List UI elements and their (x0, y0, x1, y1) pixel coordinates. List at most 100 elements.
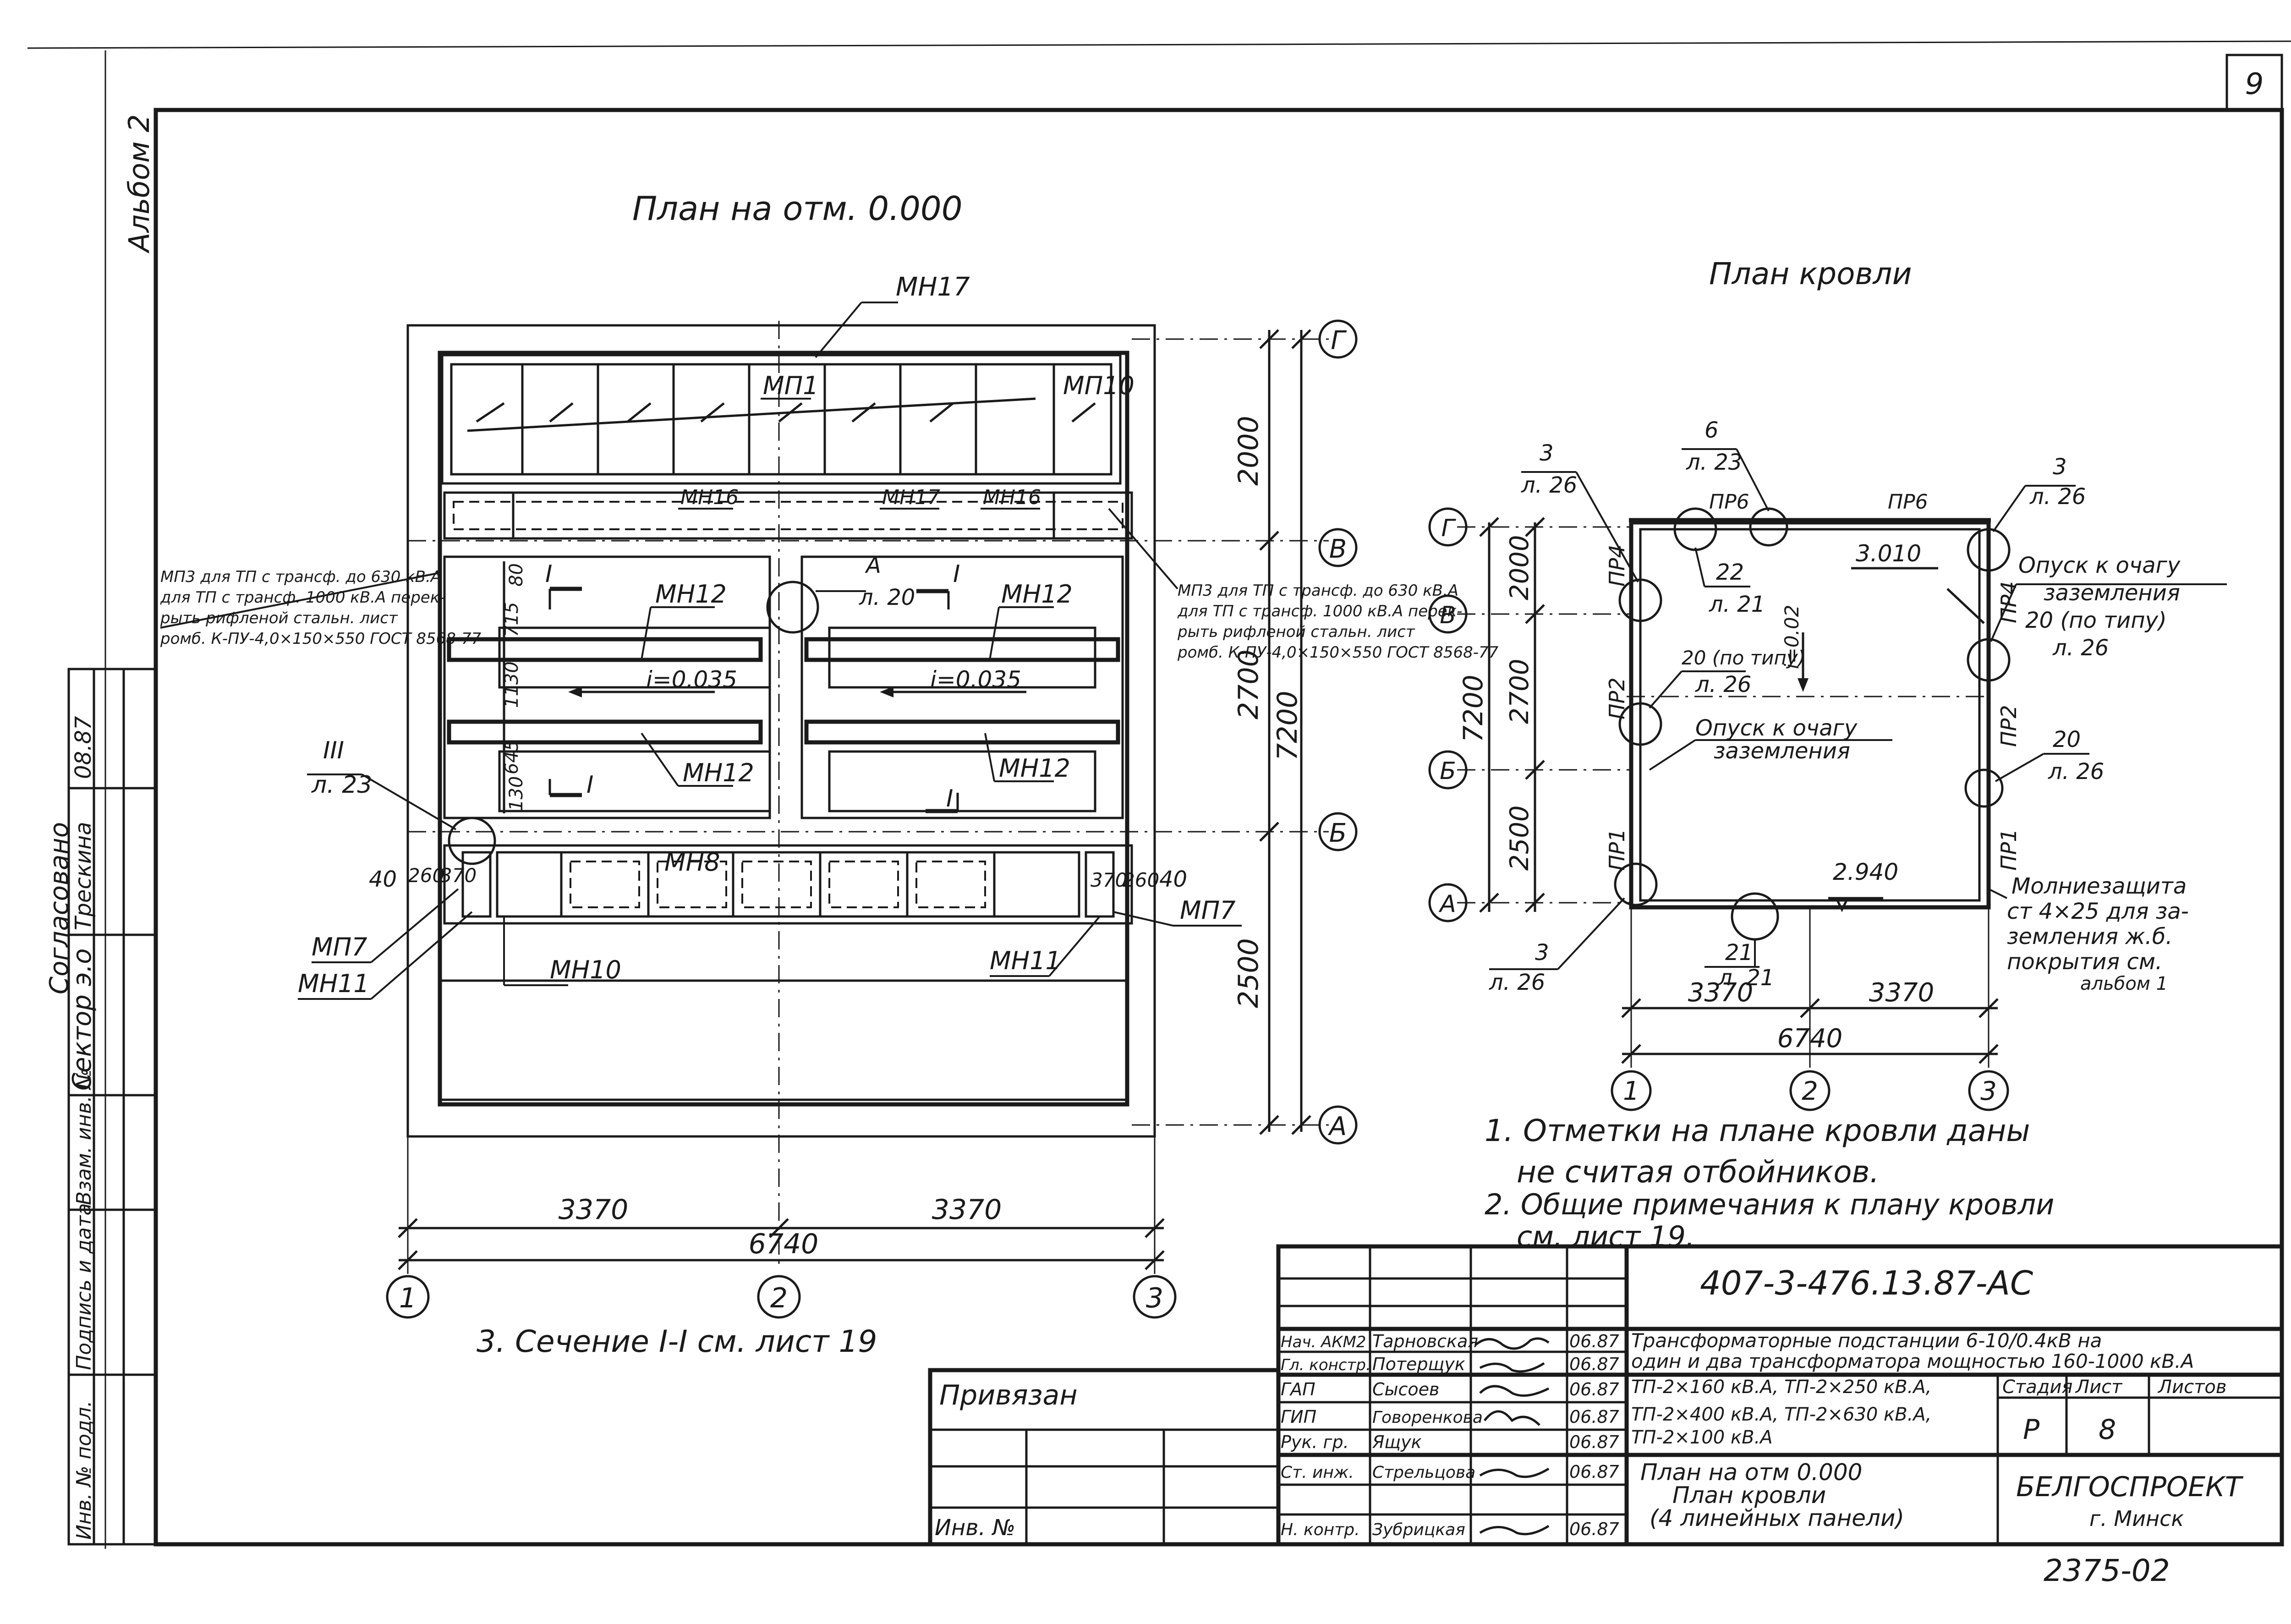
plan-dim-7200: 7200 (1272, 691, 1304, 761)
name-4: Ящук (1372, 1432, 1422, 1452)
privyazan-label: Привязан (939, 1379, 1078, 1411)
roof-callout-4-bottom: л. 21 (1709, 592, 1765, 617)
sheet-header: Лист (2075, 1377, 2123, 1398)
strip-inv: Инв. № подл. (72, 1400, 96, 1540)
note-right-2: для ТП с трансф. 1000 кВ.А перек- (1177, 602, 1463, 620)
signature-scribble (1474, 1337, 1550, 1350)
lightning-2: ст 4×25 для за- (2007, 899, 2189, 924)
label-mn16-right: МН16 (983, 486, 1041, 509)
callout-a-top: А (865, 553, 881, 578)
strip-date: 08.87 (71, 716, 96, 779)
date-5: 06.87 (1569, 1462, 1619, 1482)
roof-dim-6740: 6740 (1777, 1024, 1843, 1053)
name-0: Тарновская (1372, 1331, 1478, 1351)
variant-3: ТП-2×100 кВ.А (1631, 1427, 1773, 1448)
plan-dim-3370-left: 3370 (559, 1194, 629, 1226)
project-line-1: Трансформаторные подстанции 6-10/0.4кВ н… (1631, 1329, 2102, 1352)
roof-axis-a: А (1438, 890, 1456, 918)
stage-value: Р (2023, 1414, 2040, 1446)
opusk-right-4: л. 26 (2052, 635, 2109, 661)
plan-dim-2500: 2500 (1233, 938, 1265, 1008)
plan-dim-2000: 2000 (1233, 416, 1265, 486)
label-mp1: МП1 (763, 371, 819, 400)
roof-axis-bubble-a (1428, 883, 1468, 922)
roof-dim-3370-right: 3370 (1869, 978, 1935, 1008)
label-mn12-tr: МН12 (1001, 580, 1073, 609)
pr2-right: ПР2 (1996, 705, 2021, 747)
lightning-3: земления ж.б. (2007, 924, 2173, 949)
sheet-number: 9 (2245, 67, 2264, 101)
name-3: Говоренкова (1372, 1408, 1483, 1427)
sheets-header: Листов (2157, 1377, 2226, 1398)
pr6-left: ПР6 (1709, 490, 1749, 514)
roof-axis-b: Б (1440, 757, 1456, 785)
plan-axis-bubble-2 (757, 1275, 801, 1319)
plan-axis-bubble-b (1318, 812, 1358, 851)
label-mp10: МП10 (1063, 371, 1135, 400)
roof-callout-4-top: 22 (1716, 560, 1744, 585)
role-0: Нач. АКМ2 (1281, 1333, 1366, 1351)
callout-iii-top: III (323, 737, 344, 764)
general-notes: 1. Отметки на плане кровли даны не счита… (1485, 1113, 2054, 1253)
strip-replace: Взам. инв. № (72, 1068, 96, 1205)
dim-40-left: 40 (369, 867, 397, 892)
date-4: 06.87 (1569, 1432, 1619, 1452)
section-mark-4: I (946, 785, 953, 812)
note-left-4: ромб. К-ПУ-4,0×150×550 ГОСТ 8568-77 (160, 630, 482, 648)
roof-callout-2-bottom: л. 23 (1686, 450, 1742, 475)
bottom-trench (443, 844, 1133, 925)
note-right-4: ромб. К-ПУ-4,0×150×550 ГОСТ 8568-77 (1177, 643, 1499, 662)
plan-axis-v: В (1329, 534, 1347, 564)
roof-callout-6-bottom: л. 26 (2048, 759, 2104, 785)
roof-callout-2-top: 6 (1705, 417, 1719, 443)
roof-axis-bubble-3 (1968, 1070, 2009, 1111)
album-label: Альбом 2 (122, 114, 156, 254)
plan-axis-bubble-a (1318, 1105, 1358, 1145)
opusk-left-2: заземления (1714, 738, 1850, 764)
plan-axis-3: 3 (1146, 1282, 1163, 1314)
city: г. Минск (2089, 1506, 2184, 1531)
sheet-title-2: План кровли (1672, 1482, 1826, 1509)
note-3: 3. Сечение I-I см. лист 19 (477, 1324, 877, 1359)
name-1: Потерщук (1372, 1354, 1465, 1374)
note-right-1: МП3 для ТП с трансф. до 630 кВ.А (1178, 582, 1458, 600)
roof-axis-v: В (1440, 602, 1456, 629)
roof-callout-6-top: 20 (2053, 727, 2081, 752)
opusk-left-1: Опуск к очагу (1695, 715, 1858, 741)
name-5: Стрельцова (1372, 1463, 1475, 1482)
left-strip: Согласовано Сектор э.о Трескина 08.87 Вз… (44, 668, 157, 1546)
label-mn17-mid: МН17 (882, 486, 940, 509)
note-left-3: рыть рифленой стальн. лист (160, 609, 398, 627)
label-mn11-right: МН11 (990, 946, 1061, 975)
lightning-4: покрытия см. (2007, 949, 2162, 975)
variant-1: ТП-2×160 кВ.А, ТП-2×250 кВ.А, (1631, 1377, 1931, 1398)
dim-715: 715 (501, 602, 522, 637)
callout-iii-circle (448, 817, 496, 865)
note-left-1: МП3 для ТП с трансф. до 630 кВ.А (160, 568, 441, 586)
roof-callout-7-bottom: л. 26 (1489, 970, 1545, 995)
roof-dim-3370-left: 3370 (1688, 978, 1754, 1008)
roof-slope: i=0.02 (1781, 605, 1803, 669)
roof-axis-2: 2 (1802, 1076, 1818, 1106)
sheet-value: 8 (2099, 1414, 2116, 1446)
label-mn12-bl: МН12 (683, 758, 754, 787)
roof-callout-7-top: 3 (1535, 940, 1549, 966)
pr1-right: ПР1 (1996, 828, 2021, 871)
roof-axis-3: 3 (1980, 1076, 1997, 1106)
pr2-left: ПР2 (1605, 677, 1629, 719)
plan-dim-2700: 2700 (1233, 649, 1265, 719)
date-0: 06.87 (1569, 1331, 1619, 1351)
roof-callout-8-bottom: л. 21 (1718, 965, 1774, 991)
roof-plan: План кровли 3.010 2.940 i=0.02 7200 2000 (1428, 256, 2227, 1111)
roof-callout-8-top: 21 (1725, 940, 1753, 966)
plan-axis-g: Г (1331, 326, 1347, 356)
slope-right: i=0.035 (930, 666, 1021, 693)
note-left-2: для ТП с трансф. 1000 кВ.А перек- (160, 588, 445, 607)
pr1-left: ПР1 (1605, 828, 1629, 871)
date-2: 06.87 (1569, 1379, 1619, 1399)
org: БЕЛГОСПРОЕКТ (2016, 1471, 2244, 1503)
dim-370-left: 370 (440, 864, 477, 887)
role-4: Рук. гр. (1281, 1432, 1349, 1452)
plan-title: План на отм. 0.000 (632, 189, 963, 228)
